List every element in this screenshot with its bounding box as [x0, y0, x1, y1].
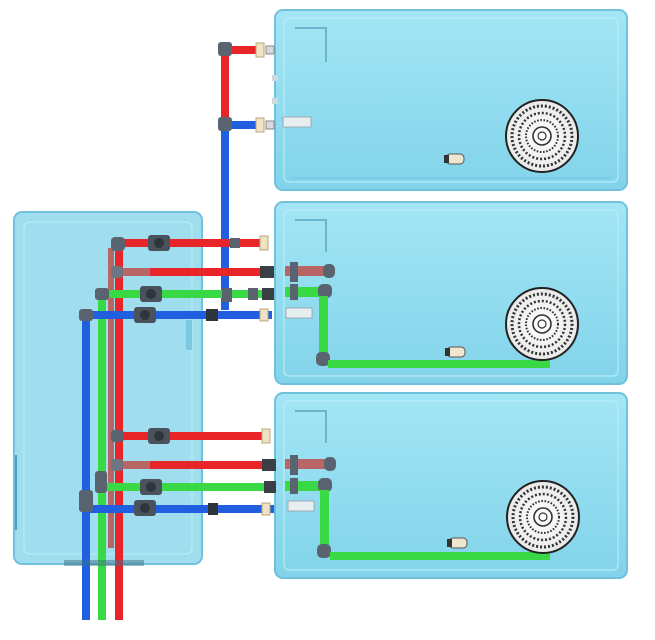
drain-nozzle-icon [444, 153, 465, 165]
bottom-tank-internals [285, 455, 550, 560]
top-tank-feed [218, 42, 312, 310]
filter-disc-icon [505, 287, 579, 361]
middle-tank-internals [285, 262, 550, 368]
drain-nozzle-icon [445, 346, 466, 358]
filter-disc-icon [506, 480, 580, 554]
valve-icon [148, 235, 170, 251]
filter-disc-icon [505, 99, 579, 173]
upper-pipe-group [79, 235, 274, 323]
elbow-fitting-icon [218, 42, 232, 56]
drain-nozzle-icon [447, 537, 468, 549]
lower-pipe-group [79, 428, 276, 516]
